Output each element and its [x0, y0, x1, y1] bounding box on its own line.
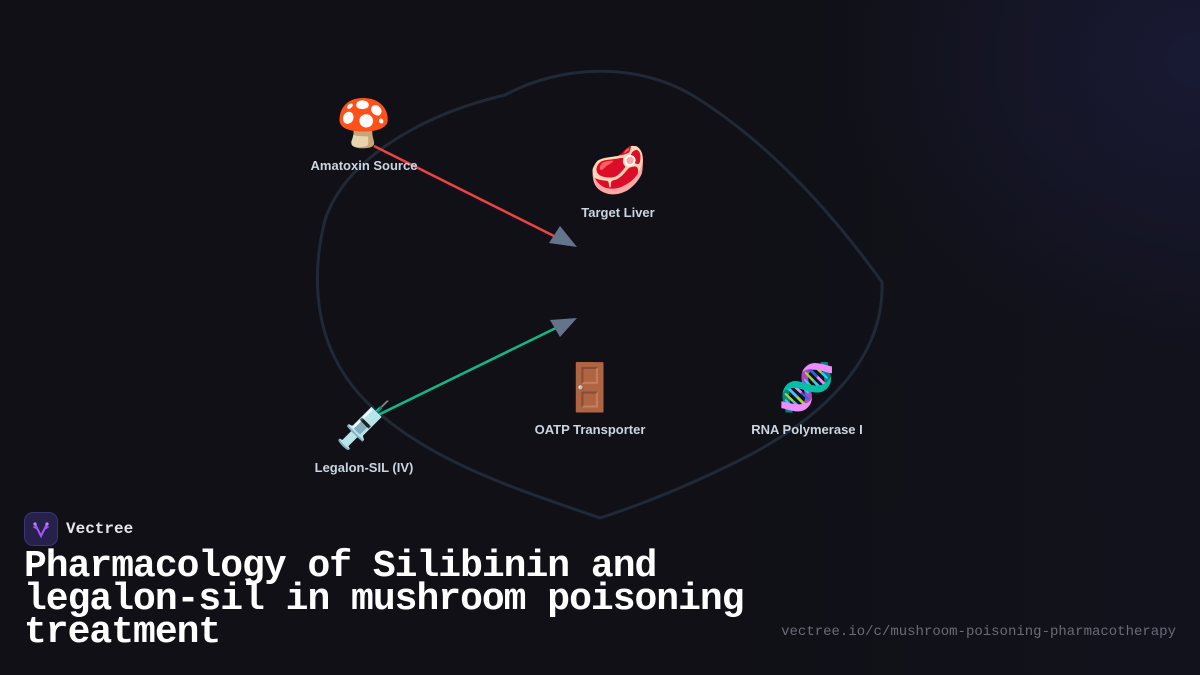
- node-rna-polymerase[interactable]: 🧬 RNA Polymerase I: [751, 360, 863, 437]
- cell-outline: [315, 69, 884, 520]
- vectree-logo-icon: [24, 512, 58, 546]
- node-target-liver[interactable]: 🥩 Target Liver: [581, 143, 654, 220]
- door-icon: 🚪: [561, 360, 619, 414]
- arrowhead-legalon-to-liver: [550, 318, 577, 337]
- node-label: Target Liver: [581, 205, 655, 220]
- brand-name: Vectree: [66, 520, 134, 538]
- edge-amatoxin-to-liver: [373, 144, 563, 242]
- node-amatoxin-source[interactable]: 🍄 Amatoxin Source: [311, 96, 418, 173]
- syringe-icon: 💉: [335, 398, 393, 452]
- brand[interactable]: Vectree: [24, 512, 133, 546]
- node-label: OATP Transporter: [534, 422, 646, 437]
- node-label: Amatoxin Source: [310, 158, 418, 173]
- page-title: Pharmacology of Silibinin and legalon-si…: [24, 545, 745, 654]
- node-legalon-sil[interactable]: 💉 Legalon-SIL (IV): [315, 398, 414, 475]
- node-label: Legalon-SIL (IV): [314, 460, 414, 475]
- node-oatp-transporter[interactable]: 🚪 OATP Transporter: [535, 360, 646, 437]
- mushroom-icon: 🍄: [335, 96, 393, 150]
- page-url[interactable]: vectree.io/c/mushroom-poisoning-pharmaco…: [781, 624, 1176, 640]
- dna-icon: 🧬: [778, 360, 836, 414]
- arrowhead-amatoxin-to-liver: [549, 226, 577, 247]
- edge-legalon-to-liver: [375, 323, 563, 418]
- meat-icon: 🥩: [589, 143, 647, 197]
- node-label: RNA Polymerase I: [751, 422, 863, 437]
